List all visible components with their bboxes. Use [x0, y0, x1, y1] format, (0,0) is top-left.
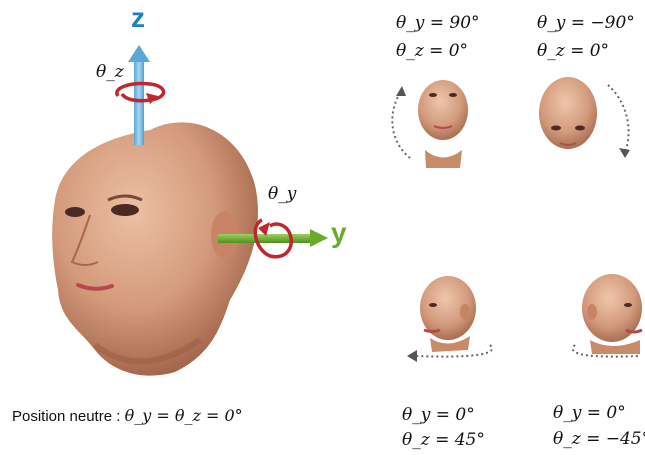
head-thumbnail-down: [539, 77, 597, 149]
pose-4-theta-z: θ_z = −45°: [553, 429, 645, 449]
z-axis-arrow: [128, 45, 150, 145]
pose-1-theta-z: θ_z = 0°: [396, 41, 468, 61]
pose-2-theta-y: θ_y = −90°: [537, 13, 635, 33]
caption-prefix: Position neutre :: [12, 408, 120, 425]
pose-4-theta-y: θ_y = 0°: [553, 403, 626, 423]
pose-1-theta-y: θ_y = 90°: [396, 13, 480, 33]
z-axis-label: z: [131, 2, 145, 34]
main-head: [52, 122, 258, 375]
caption-equation: θ_y = θ_z = 0°: [125, 406, 243, 425]
dotted-arrow-up: [392, 86, 410, 158]
dotted-arrow-down: [608, 85, 630, 158]
pose-3-theta-z: θ_z = 45°: [402, 430, 485, 450]
head-thumbnail-right: [582, 274, 642, 354]
theta-z-label: θ_z: [96, 62, 124, 82]
neutral-position-caption: Position neutre : θ_y = θ_z = 0°: [12, 406, 243, 425]
pose-2-theta-z: θ_z = 0°: [537, 41, 609, 61]
y-axis-label: y: [331, 217, 347, 249]
head-thumbnail-left: [420, 276, 476, 352]
pose-3-theta-y: θ_y = 0°: [402, 405, 475, 425]
theta-y-label: θ_y: [268, 184, 296, 204]
head-thumbnail-up: [418, 80, 468, 168]
